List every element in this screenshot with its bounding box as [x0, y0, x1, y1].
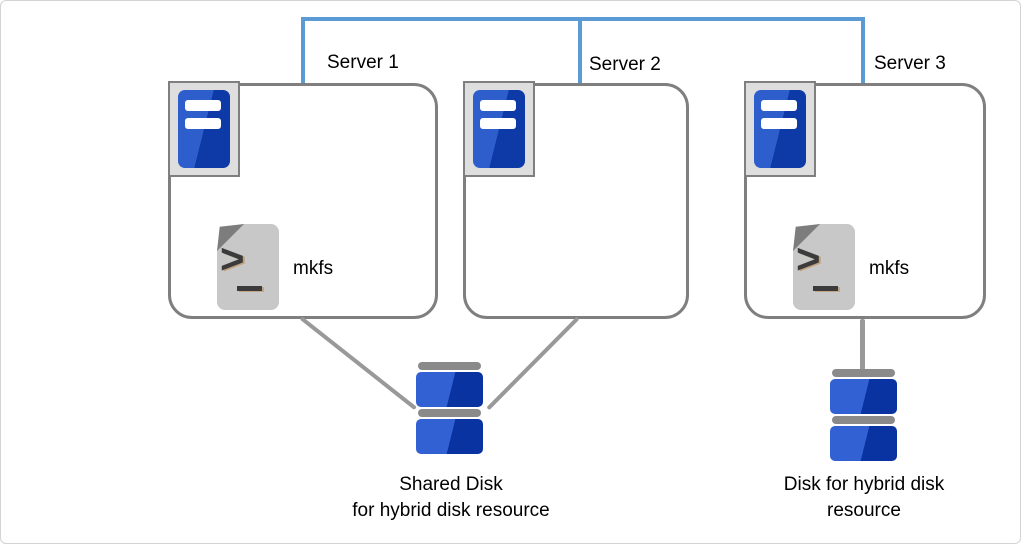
disk-platter-cap-icon	[832, 416, 895, 424]
server-drive-slot-icon	[761, 118, 797, 129]
network-drop-server3	[861, 17, 865, 83]
local-disk-caption-line2: resource	[827, 500, 901, 521]
shared-disk-caption: Shared Disk for hybrid disk resource	[301, 472, 601, 524]
server1-box: > mkfs	[168, 81, 438, 319]
server-icon	[744, 81, 816, 177]
server-icon	[463, 81, 535, 177]
server3-label: Server 3	[874, 53, 946, 74]
network-line-horizontal	[301, 17, 865, 21]
disk-body-icon	[416, 372, 483, 407]
terminal-prompt-icon: >	[220, 235, 245, 282]
disk-platter-cap-icon	[832, 369, 895, 377]
server2-label: Server 2	[589, 54, 661, 75]
disk-body-icon	[830, 426, 897, 461]
mkfs-script-group: > mkfs	[792, 223, 1013, 314]
server-drive-slot-icon	[185, 100, 221, 111]
server-tower-icon	[473, 90, 525, 168]
mkfs-command-label: mkfs	[869, 258, 910, 279]
server-tower-icon	[754, 90, 806, 168]
script-file-icon: >	[216, 223, 279, 310]
server2-box	[463, 81, 689, 319]
server-icon	[168, 81, 240, 177]
server-drive-slot-icon	[480, 118, 516, 129]
network-drop-server1	[301, 17, 305, 83]
terminal-cursor-icon	[813, 286, 838, 291]
disk-platter-cap-icon	[418, 409, 481, 417]
disk-platter-cap-icon	[418, 362, 481, 370]
disk-body-icon	[416, 419, 483, 454]
server1-label: Server 1	[327, 52, 399, 73]
server-drive-slot-icon	[761, 100, 797, 111]
disk-body-icon	[830, 379, 897, 414]
server3-to-local-disk-line	[860, 319, 865, 370]
local-disk-caption: Disk for hybrid disk resource	[734, 472, 994, 524]
shared-disk-icon	[416, 362, 484, 454]
server-drive-slot-icon	[185, 118, 221, 129]
server3-box: > mkfs	[744, 81, 986, 319]
mkfs-script-group: > mkfs	[216, 223, 437, 314]
shared-disk-caption-line2: for hybrid disk resource	[352, 500, 550, 521]
local-disk-caption-line1: Disk for hybrid disk	[783, 474, 945, 495]
terminal-prompt-icon: >	[796, 235, 821, 282]
network-drop-server2	[578, 17, 582, 83]
mkfs-command-label: mkfs	[293, 258, 334, 279]
local-disk-icon	[830, 369, 898, 461]
terminal-cursor-icon	[237, 286, 262, 291]
server1-to-shared-disk-line	[299, 316, 417, 411]
server-tower-icon	[178, 90, 230, 168]
server-drive-slot-icon	[480, 100, 516, 111]
server2-to-shared-disk-line	[486, 316, 580, 411]
script-file-icon: >	[792, 223, 855, 310]
shared-disk-caption-line1: Shared Disk	[399, 474, 503, 495]
